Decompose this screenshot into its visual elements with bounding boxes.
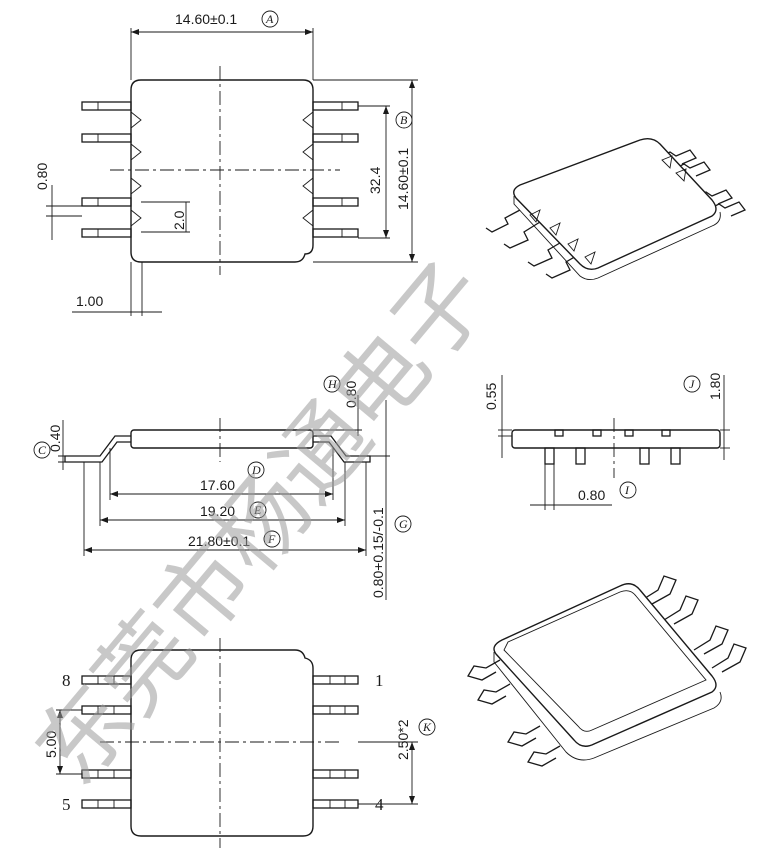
callout-h: H [327, 377, 338, 391]
side-view: 0.40 C 0.80 H 17.60 D 19.20 E 21.80±0.1 [33, 375, 412, 600]
dim-thick-040: 0.40 [47, 425, 63, 452]
dim-bot-500: 5.00 [43, 731, 59, 758]
side-body [130, 429, 314, 449]
pin-label-8: 8 [62, 671, 71, 690]
pin-label-1: 1 [375, 671, 384, 690]
callout-d: D [251, 463, 261, 477]
top-view: 14.60±0.1 A [34, 10, 418, 316]
dim-width-a: 14.60±0.1 [175, 11, 237, 27]
dim-j-180: 1.80 [707, 373, 723, 400]
dim-lead-100: 1.00 [76, 293, 103, 309]
isometric-view-bottom [467, 575, 747, 767]
top-left-leads [81, 101, 132, 238]
callout-f: F [267, 532, 276, 546]
dim-j-055: 0.55 [483, 383, 499, 410]
dim-pitch-080: 0.80 [34, 163, 50, 190]
callout-c: C [38, 443, 47, 457]
dim-span-32: 32.4 [367, 167, 383, 194]
end-leads [544, 429, 681, 465]
callout-i: I [624, 483, 630, 497]
callout-b: B [400, 113, 408, 127]
bottom-view: 8 5 1 4 5.00 2.50*2 K [43, 638, 436, 848]
end-view: 0.55 1.80 J 0.80 I [483, 373, 730, 510]
dim-gap-20: 2.0 [171, 210, 187, 230]
dim-height-b: 14.60±0.1 [395, 148, 411, 210]
dim-g-tol: 0.80+0.15/-0.1 [370, 507, 386, 598]
bottom-body [130, 649, 314, 837]
callout-k: K [422, 720, 432, 734]
bottom-left-leads [81, 675, 132, 809]
top-right-leads [312, 101, 359, 238]
callout-g: G [399, 517, 408, 531]
end-body [511, 429, 721, 449]
top-body [130, 79, 314, 263]
terminal-triangles [130, 111, 314, 227]
dim-i-080: 0.80 [578, 487, 605, 503]
isometric-view-top [485, 137, 747, 281]
pin-label-4: 4 [375, 795, 384, 814]
dim-f-2180: 21.80±0.1 [188, 533, 250, 549]
pin-label-5: 5 [62, 795, 71, 814]
callout-a: A [265, 12, 274, 26]
dim-k-250: 2.50*2 [395, 719, 411, 760]
dim-lead-h-080: 0.80 [343, 381, 359, 408]
dim-e-1920: 19.20 [200, 503, 235, 519]
dim-d-1760: 17.60 [200, 477, 235, 493]
callout-e: E [253, 503, 262, 517]
callout-j: J [689, 377, 695, 391]
